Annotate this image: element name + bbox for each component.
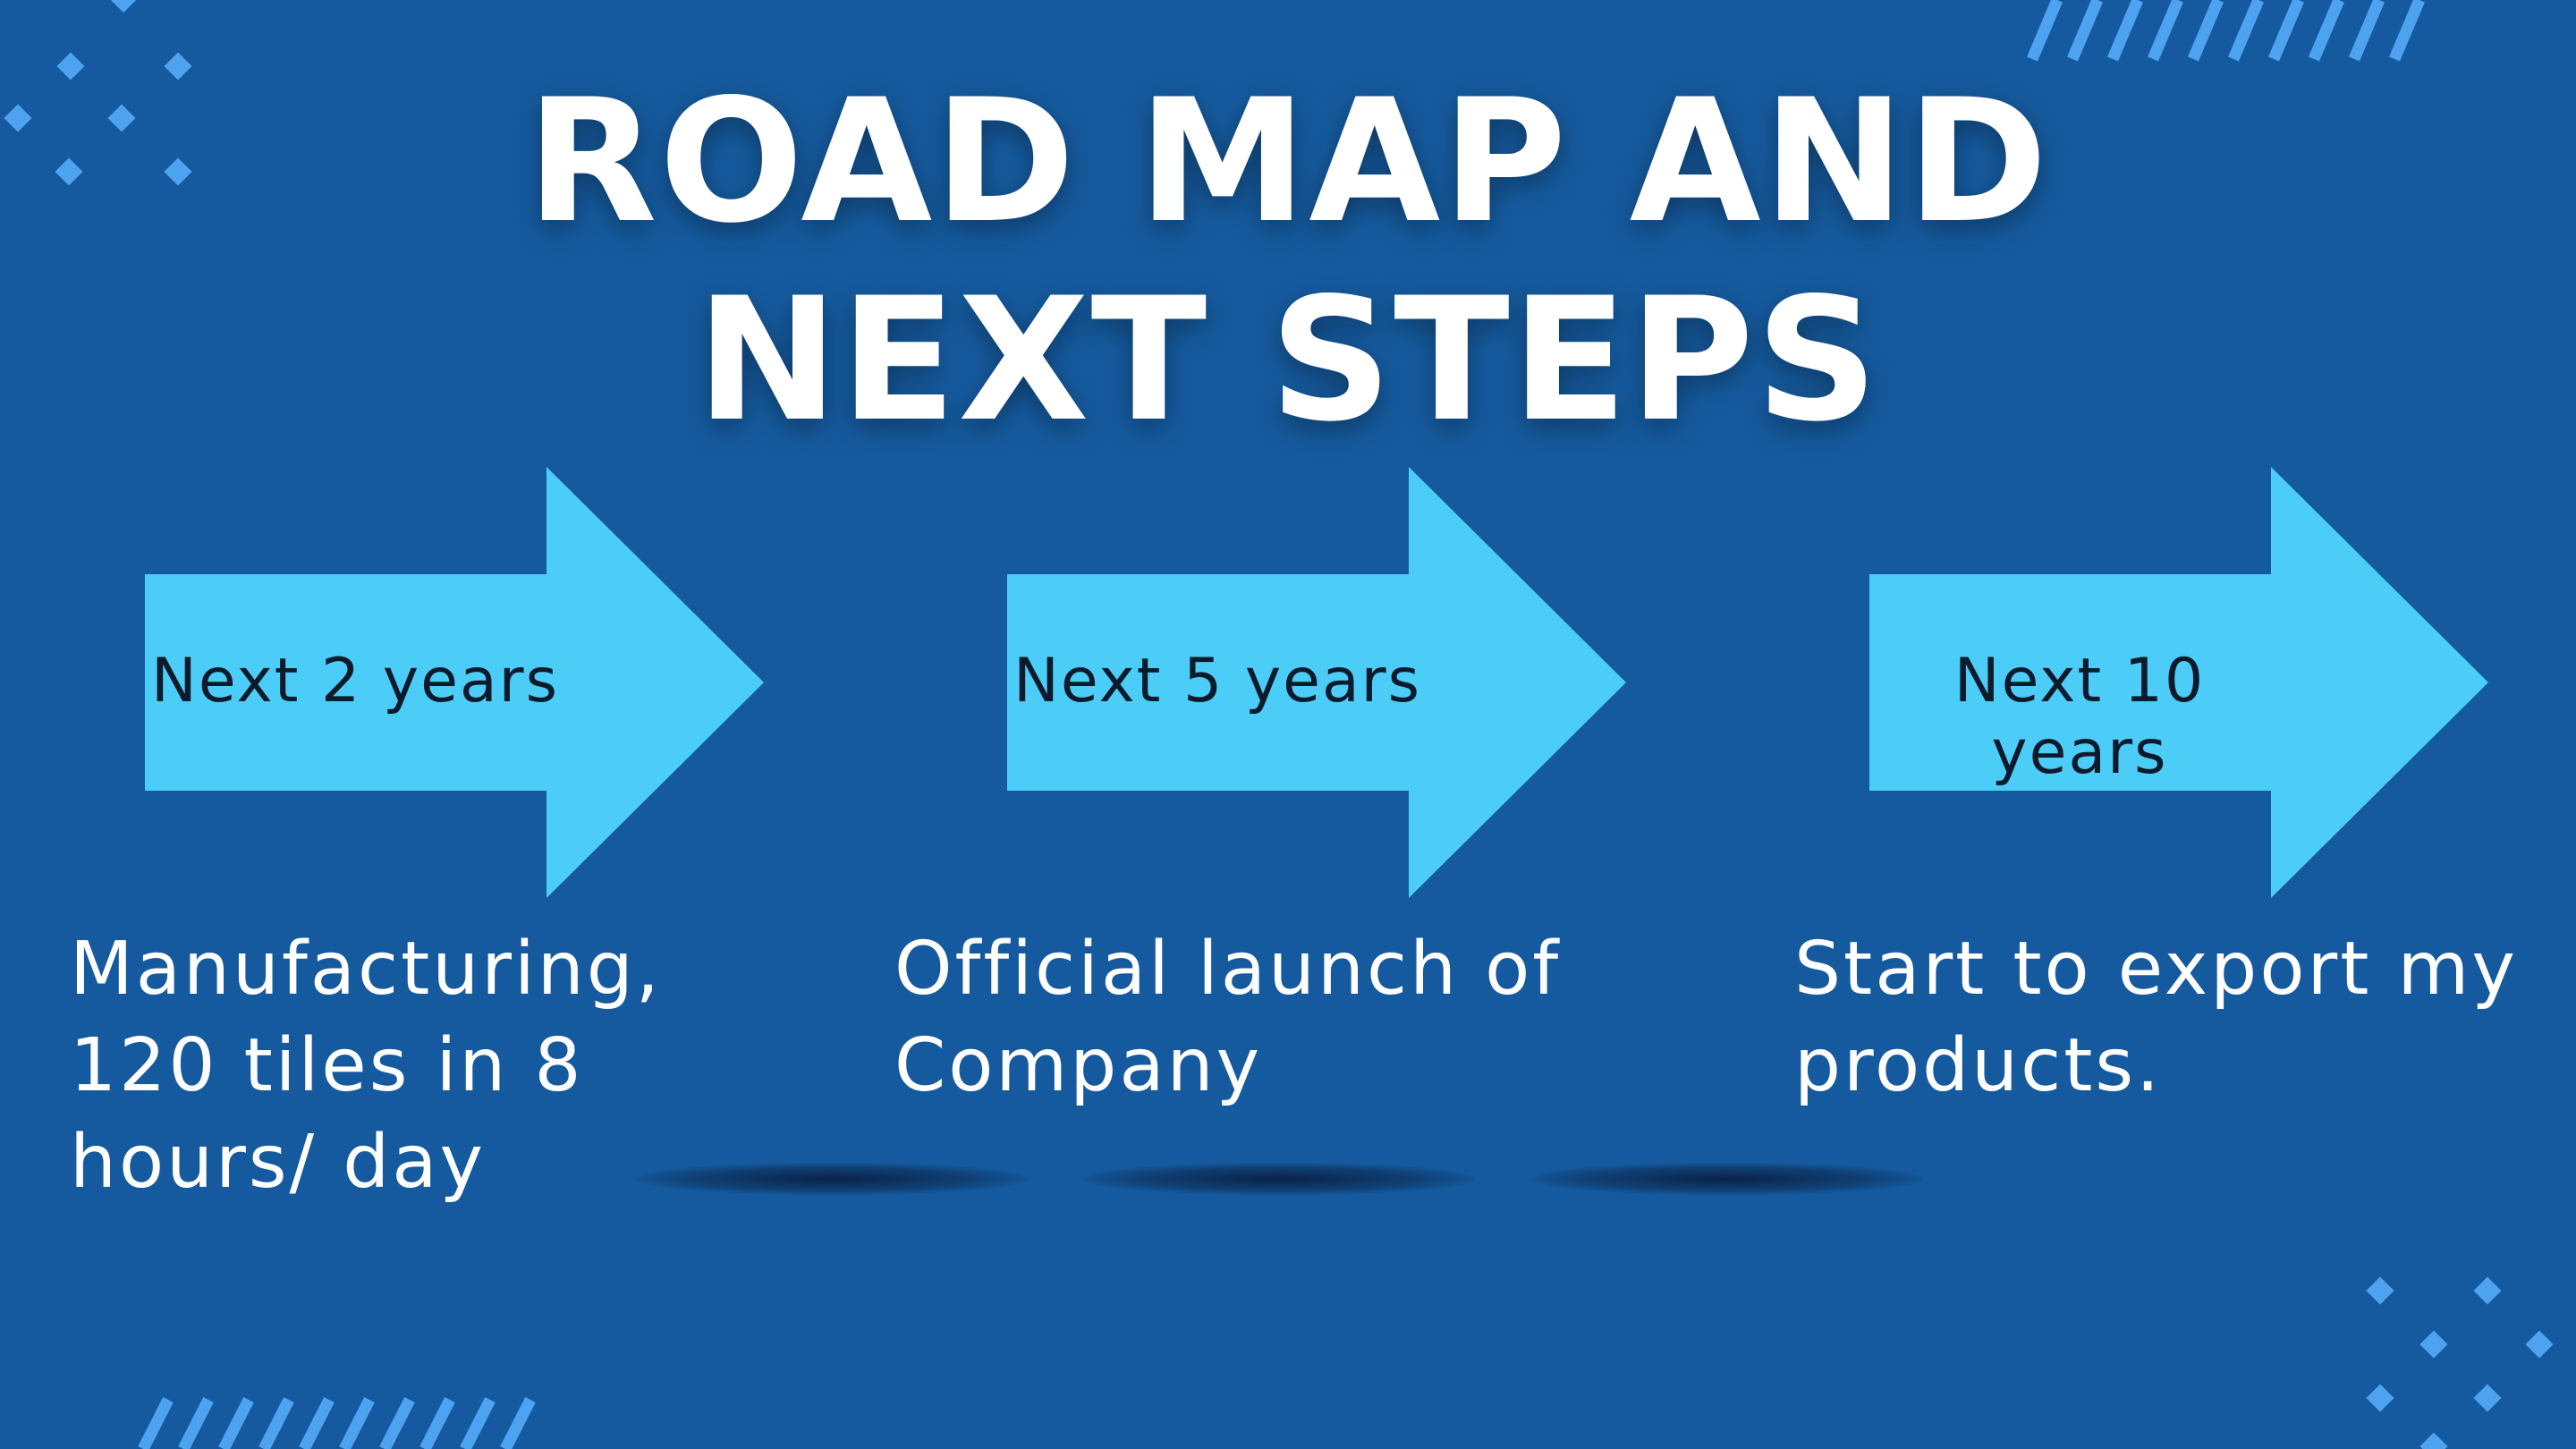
arrow-step-2: Next 5 years bbox=[1007, 467, 1626, 898]
step-1-description: Manufacturing, 120 tiles in 8 hours/ day bbox=[70, 927, 662, 1205]
slash-lines-top-right bbox=[2027, 0, 2425, 62]
right-arrow-icon bbox=[1869, 467, 2488, 898]
arrow-step-1-label: Next 2 years bbox=[150, 646, 560, 716]
step-1-shadow bbox=[635, 1163, 1029, 1195]
diamond-dots-top-left bbox=[4, 0, 192, 186]
right-arrow-icon bbox=[145, 467, 764, 898]
step-3-shadow bbox=[1530, 1163, 1923, 1195]
step-2-description: Official launch of Company bbox=[894, 927, 1562, 1108]
arrow-step-2-label: Next 5 years bbox=[1013, 646, 1422, 716]
arrow-step-1: Next 2 years bbox=[145, 467, 764, 898]
step-3-description: Start to export my products. bbox=[1794, 927, 2518, 1108]
page-title-line-1: ROAD MAP AND bbox=[526, 63, 2050, 260]
page-title-line-2: NEXT STEPS bbox=[696, 261, 1880, 459]
diamond-dots-bottom-right bbox=[2366, 1276, 2554, 1449]
page-title: ROAD MAP AND NEXT STEPS bbox=[0, 63, 2576, 460]
arrow-step-3-label: Next 10 years bbox=[1953, 646, 2206, 788]
right-arrow-icon bbox=[1007, 467, 1626, 898]
slash-lines-bottom-left bbox=[138, 1397, 536, 1449]
step-2-shadow bbox=[1082, 1163, 1476, 1195]
arrow-step-3: Next 10 years bbox=[1869, 467, 2488, 898]
